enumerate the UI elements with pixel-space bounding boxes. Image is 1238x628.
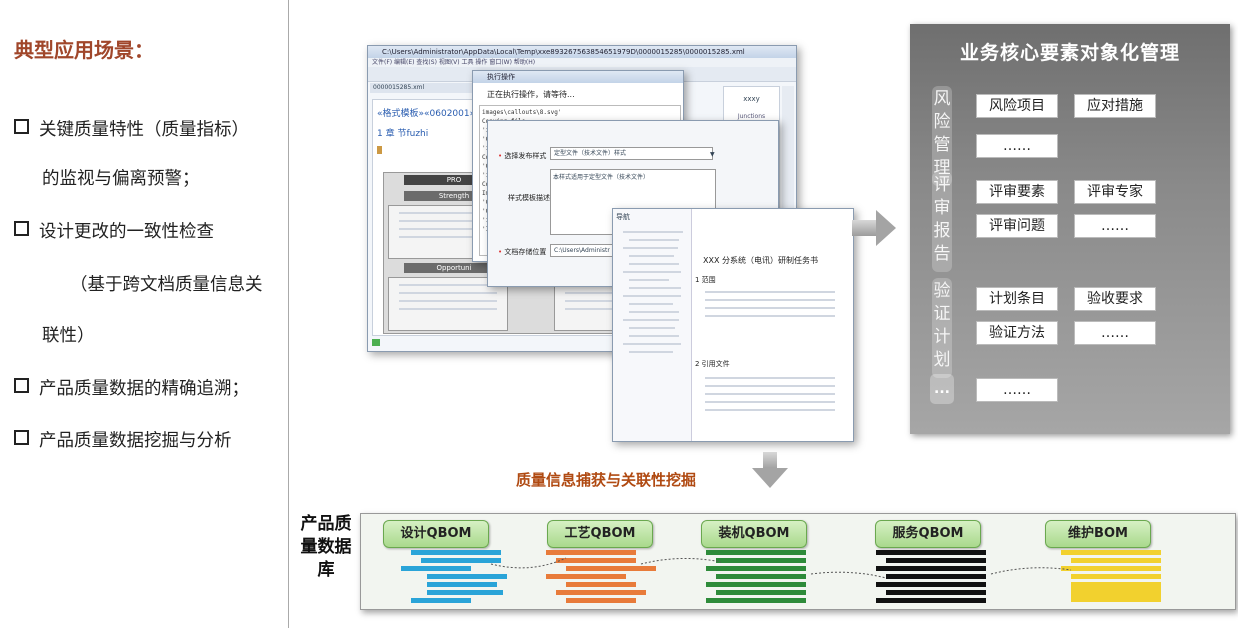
bullet-text-cont: 的监视与偏离预警； xyxy=(42,169,200,189)
arrow-down-icon xyxy=(752,468,788,488)
bullet-item-2: 设计更改的一致性检查 xyxy=(14,218,214,243)
arrow-down-shaft xyxy=(763,452,777,470)
publish-style-label: • 选择发布样式 xyxy=(498,152,547,160)
bom-process[interactable]: 工艺QBOM xyxy=(547,520,653,548)
editor-tab[interactable]: 0000015285.xml xyxy=(370,83,473,93)
nav-pane-title: 导航 xyxy=(616,213,630,221)
edit-marker-icon xyxy=(377,146,382,154)
junctions-label: Junctions xyxy=(737,113,766,120)
group-label-risk: 风险管理 xyxy=(932,86,952,186)
more-groups-button[interactable]: ... xyxy=(930,374,954,404)
cell-risk-response[interactable]: 应对措施 xyxy=(1074,94,1156,118)
cell-risk-more[interactable]: …… xyxy=(976,134,1058,158)
qbom-strip: 设计QBOM 工艺QBOM 装机QBOM 服务QBOM 维护BOM xyxy=(360,513,1236,610)
cell-verify-acceptance[interactable]: 验收要求 xyxy=(1074,287,1156,311)
strength-header: Strength xyxy=(404,191,504,201)
bullet-checkbox-icon xyxy=(14,221,29,236)
panel-title: 业务核心要素对象化管理 xyxy=(959,42,1180,64)
cell-risk-item[interactable]: 风险项目 xyxy=(976,94,1058,118)
bullet-item-1: 关键质量特性（质量指标） xyxy=(14,116,249,141)
cell-verify-method[interactable]: 验证方法 xyxy=(976,321,1058,345)
bullet-text: 产品质量数据的精确追溯； xyxy=(39,379,249,399)
doc-section-2: 2 引用文件 xyxy=(695,360,730,368)
editor-titlebar: C:\Users\Administrator\AppData\Local\Tem… xyxy=(368,46,796,58)
doc-section-1: 1 范围 xyxy=(695,276,716,284)
arrow-right-shaft xyxy=(852,220,878,236)
save-location-label: • 文档存储位置 xyxy=(498,248,547,256)
opportunity-header: Opportuni xyxy=(404,263,504,273)
cell-more[interactable]: …… xyxy=(976,378,1058,402)
column-divider xyxy=(288,0,289,628)
capture-mining-label: 质量信息捕获与关联性挖掘 xyxy=(516,471,697,489)
exec-dialog-title: 执行操作 xyxy=(473,71,683,83)
group-label-verify: 验证计划 xyxy=(932,278,952,378)
bullet-text: 关键质量特性（质量指标） xyxy=(39,120,249,140)
core-elements-panel: 业务核心要素对象化管理 风险管理 风险项目 应对措施 …… 评审报告 评审要素 … xyxy=(910,24,1230,434)
exec-dialog-message: 正在执行操作，请等待... xyxy=(487,90,575,99)
template-desc-label: 样式模板描述 xyxy=(508,194,550,202)
arrow-right-icon xyxy=(876,210,896,246)
chevron-down-icon[interactable]: ▼ xyxy=(710,151,715,158)
scenario-title: 典型应用场景： xyxy=(14,38,154,62)
cell-review-expert[interactable]: 评审专家 xyxy=(1074,180,1156,204)
bullet-item-4: 产品质量数据挖掘与分析 xyxy=(14,427,232,452)
group-label-review: 评审报告 xyxy=(932,172,952,272)
bullet-checkbox-icon xyxy=(14,119,29,134)
bullet-text-cont: 联性） xyxy=(42,326,95,346)
xxxy-label: xxxy xyxy=(743,95,760,103)
cell-review-element[interactable]: 评审要素 xyxy=(976,180,1058,204)
bom-service[interactable]: 服务QBOM xyxy=(875,520,981,548)
bom-design[interactable]: 设计QBOM xyxy=(383,520,489,548)
bom-install[interactable]: 装机QBOM xyxy=(701,520,807,548)
quality-database-label: 产品质量数据库 xyxy=(300,514,352,580)
bullet-text-cont: （基于跨文档质量信息关 xyxy=(70,275,263,295)
bullet-text: 设计更改的一致性检查 xyxy=(39,222,214,242)
bullet-item-3: 产品质量数据的精确追溯； xyxy=(14,375,249,400)
doc-title: XXX 分系统（电讯）研制任务书 xyxy=(703,256,818,265)
bom-maintenance[interactable]: 维护BOM xyxy=(1045,520,1151,548)
publish-style-select[interactable]: 定型文件（技术文件）样式 xyxy=(550,147,713,160)
bullet-checkbox-icon xyxy=(14,430,29,445)
template-heading: «格式模板»«0602001» xyxy=(377,109,476,119)
cell-review-more[interactable]: …… xyxy=(1074,214,1156,238)
editor-menubar: 文件(F) 编辑(E) 查找(S) 视图(V) 工具 操作 窗口(W) 帮助(H… xyxy=(368,58,796,67)
status-ok-icon xyxy=(372,339,380,346)
document-window: 导航 XXX 分系统（电讯）研制任务书 1 范围 2 引用文件 xyxy=(612,208,854,442)
cell-verify-item[interactable]: 计划条目 xyxy=(976,287,1058,311)
bullet-checkbox-icon xyxy=(14,378,29,393)
bom-links xyxy=(490,557,1072,579)
bullet-text: 产品质量数据挖掘与分析 xyxy=(39,431,232,451)
cell-verify-more[interactable]: …… xyxy=(1074,321,1156,345)
cell-review-issue[interactable]: 评审问题 xyxy=(976,214,1058,238)
chapter-heading: 1 章 节fuzhi xyxy=(377,129,429,139)
